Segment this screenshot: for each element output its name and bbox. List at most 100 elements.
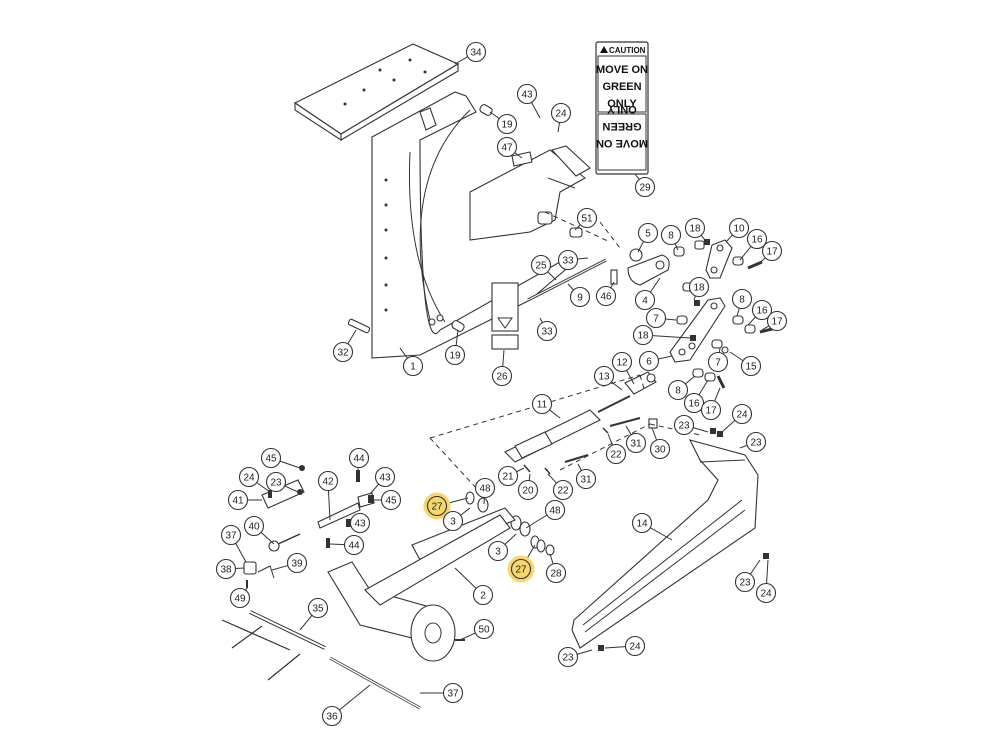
callout-21: 21 [497, 465, 525, 487]
callout-leader [455, 329, 459, 346]
callout-leader [739, 444, 748, 449]
callout-22: 22 [605, 433, 627, 465]
callout-leader [260, 531, 275, 545]
callout-27: 27 [507, 544, 536, 583]
callout-leader [460, 507, 471, 516]
callout-leader [725, 234, 733, 243]
callout-leader [761, 325, 770, 331]
callout-17: 17 [759, 240, 783, 264]
callout-balloon [660, 224, 682, 246]
callout-balloon [491, 365, 513, 387]
callout-number: 10 [733, 224, 745, 235]
callout-balloon [444, 344, 466, 366]
callout-43: 43 [516, 83, 541, 119]
callout-leader [514, 152, 523, 159]
callout-balloon [487, 540, 509, 562]
callout-number: 23 [739, 578, 751, 589]
callout-leader [747, 316, 756, 326]
callout-number: 24 [760, 589, 772, 600]
callout-number: 19 [501, 120, 513, 131]
callout-24: 24 [721, 403, 753, 433]
callout-balloon [317, 470, 339, 492]
callout-43: 43 [369, 466, 396, 495]
callout-number: 3 [495, 547, 501, 558]
callout-47: 47 [496, 136, 523, 159]
callout-balloon [517, 479, 539, 501]
callout-48: 48 [474, 477, 496, 505]
callout-28: 28 [545, 553, 567, 584]
nut-18b [694, 300, 700, 306]
callout-number: 33 [562, 256, 574, 267]
callout-balloon [474, 477, 496, 499]
callout-number: 25 [535, 261, 547, 272]
callout-8: 8 [667, 375, 696, 401]
callout-leader [284, 485, 299, 493]
callout-number: 40 [248, 522, 260, 533]
callout-1: 1 [399, 347, 424, 377]
callout-leader [256, 482, 271, 493]
callout-balloon [552, 479, 574, 501]
callout-37: 37 [220, 524, 247, 563]
pin-32 [347, 318, 371, 334]
callout-leader [235, 543, 247, 563]
callout-balloon [593, 365, 615, 387]
callout-number: 50 [478, 625, 490, 636]
callout-number: 43 [521, 90, 533, 101]
callout-25: 25 [530, 254, 557, 281]
callout-balloon [700, 399, 722, 421]
callout-leader [547, 473, 557, 484]
callout-number: 11 [537, 400, 548, 411]
callout-balloon [497, 465, 519, 487]
callout-leader [502, 349, 505, 367]
callout-number: 24 [629, 642, 641, 653]
callout-leader [739, 246, 752, 261]
callout-4: 4 [634, 277, 661, 311]
callout-leader [766, 559, 769, 584]
callout-number: 41 [232, 496, 244, 507]
callout-balloon [332, 341, 354, 363]
callout-number: 34 [470, 48, 482, 59]
callout-balloon [755, 582, 777, 604]
callout-balloon [229, 587, 251, 609]
callout-leader [625, 425, 632, 436]
callout-leader [637, 241, 645, 253]
callout-46: 46 [595, 281, 617, 307]
callout-leader [576, 649, 593, 655]
spring-46 [610, 269, 618, 285]
callout-leader [454, 567, 477, 589]
callout-19: 19 [489, 111, 518, 135]
callout-43: 43 [349, 512, 371, 534]
top-plate [293, 43, 460, 142]
callout-33: 33 [536, 317, 558, 342]
callout-number: 23 [562, 653, 574, 664]
pin-19-top [479, 104, 493, 116]
washer-stack [465, 491, 555, 556]
callout-17: 17 [700, 387, 722, 421]
callout-number: 43 [379, 473, 391, 484]
callout-3: 3 [487, 533, 517, 562]
callout-balloon [227, 489, 249, 511]
callout-leader [516, 467, 525, 473]
callout-number: 6 [646, 357, 652, 368]
callout-number: 17 [705, 406, 717, 417]
callout-23: 23 [734, 559, 761, 593]
callout-number: 27 [431, 502, 443, 513]
callout-36: 36 [321, 684, 371, 727]
callout-23: 23 [265, 471, 299, 493]
callout-balloon [286, 552, 308, 574]
callout-50: 50 [459, 618, 495, 641]
callout-balloon [544, 499, 566, 521]
callout-7: 7 [645, 307, 677, 329]
callout-number: 7 [653, 314, 659, 325]
callout-32: 32 [332, 329, 357, 363]
link-6 [669, 297, 726, 363]
callout-number: 16 [756, 306, 768, 317]
sign-line-1: MOVE ON [596, 64, 648, 76]
callout-leader [504, 533, 517, 545]
label-47 [511, 151, 533, 167]
callout-18: 18 [684, 217, 706, 241]
callout-balloon [746, 228, 768, 250]
sign-line-3-flipped: ONLY [607, 103, 637, 115]
callout-number: 8 [668, 231, 674, 242]
callout-number: 22 [557, 486, 569, 497]
